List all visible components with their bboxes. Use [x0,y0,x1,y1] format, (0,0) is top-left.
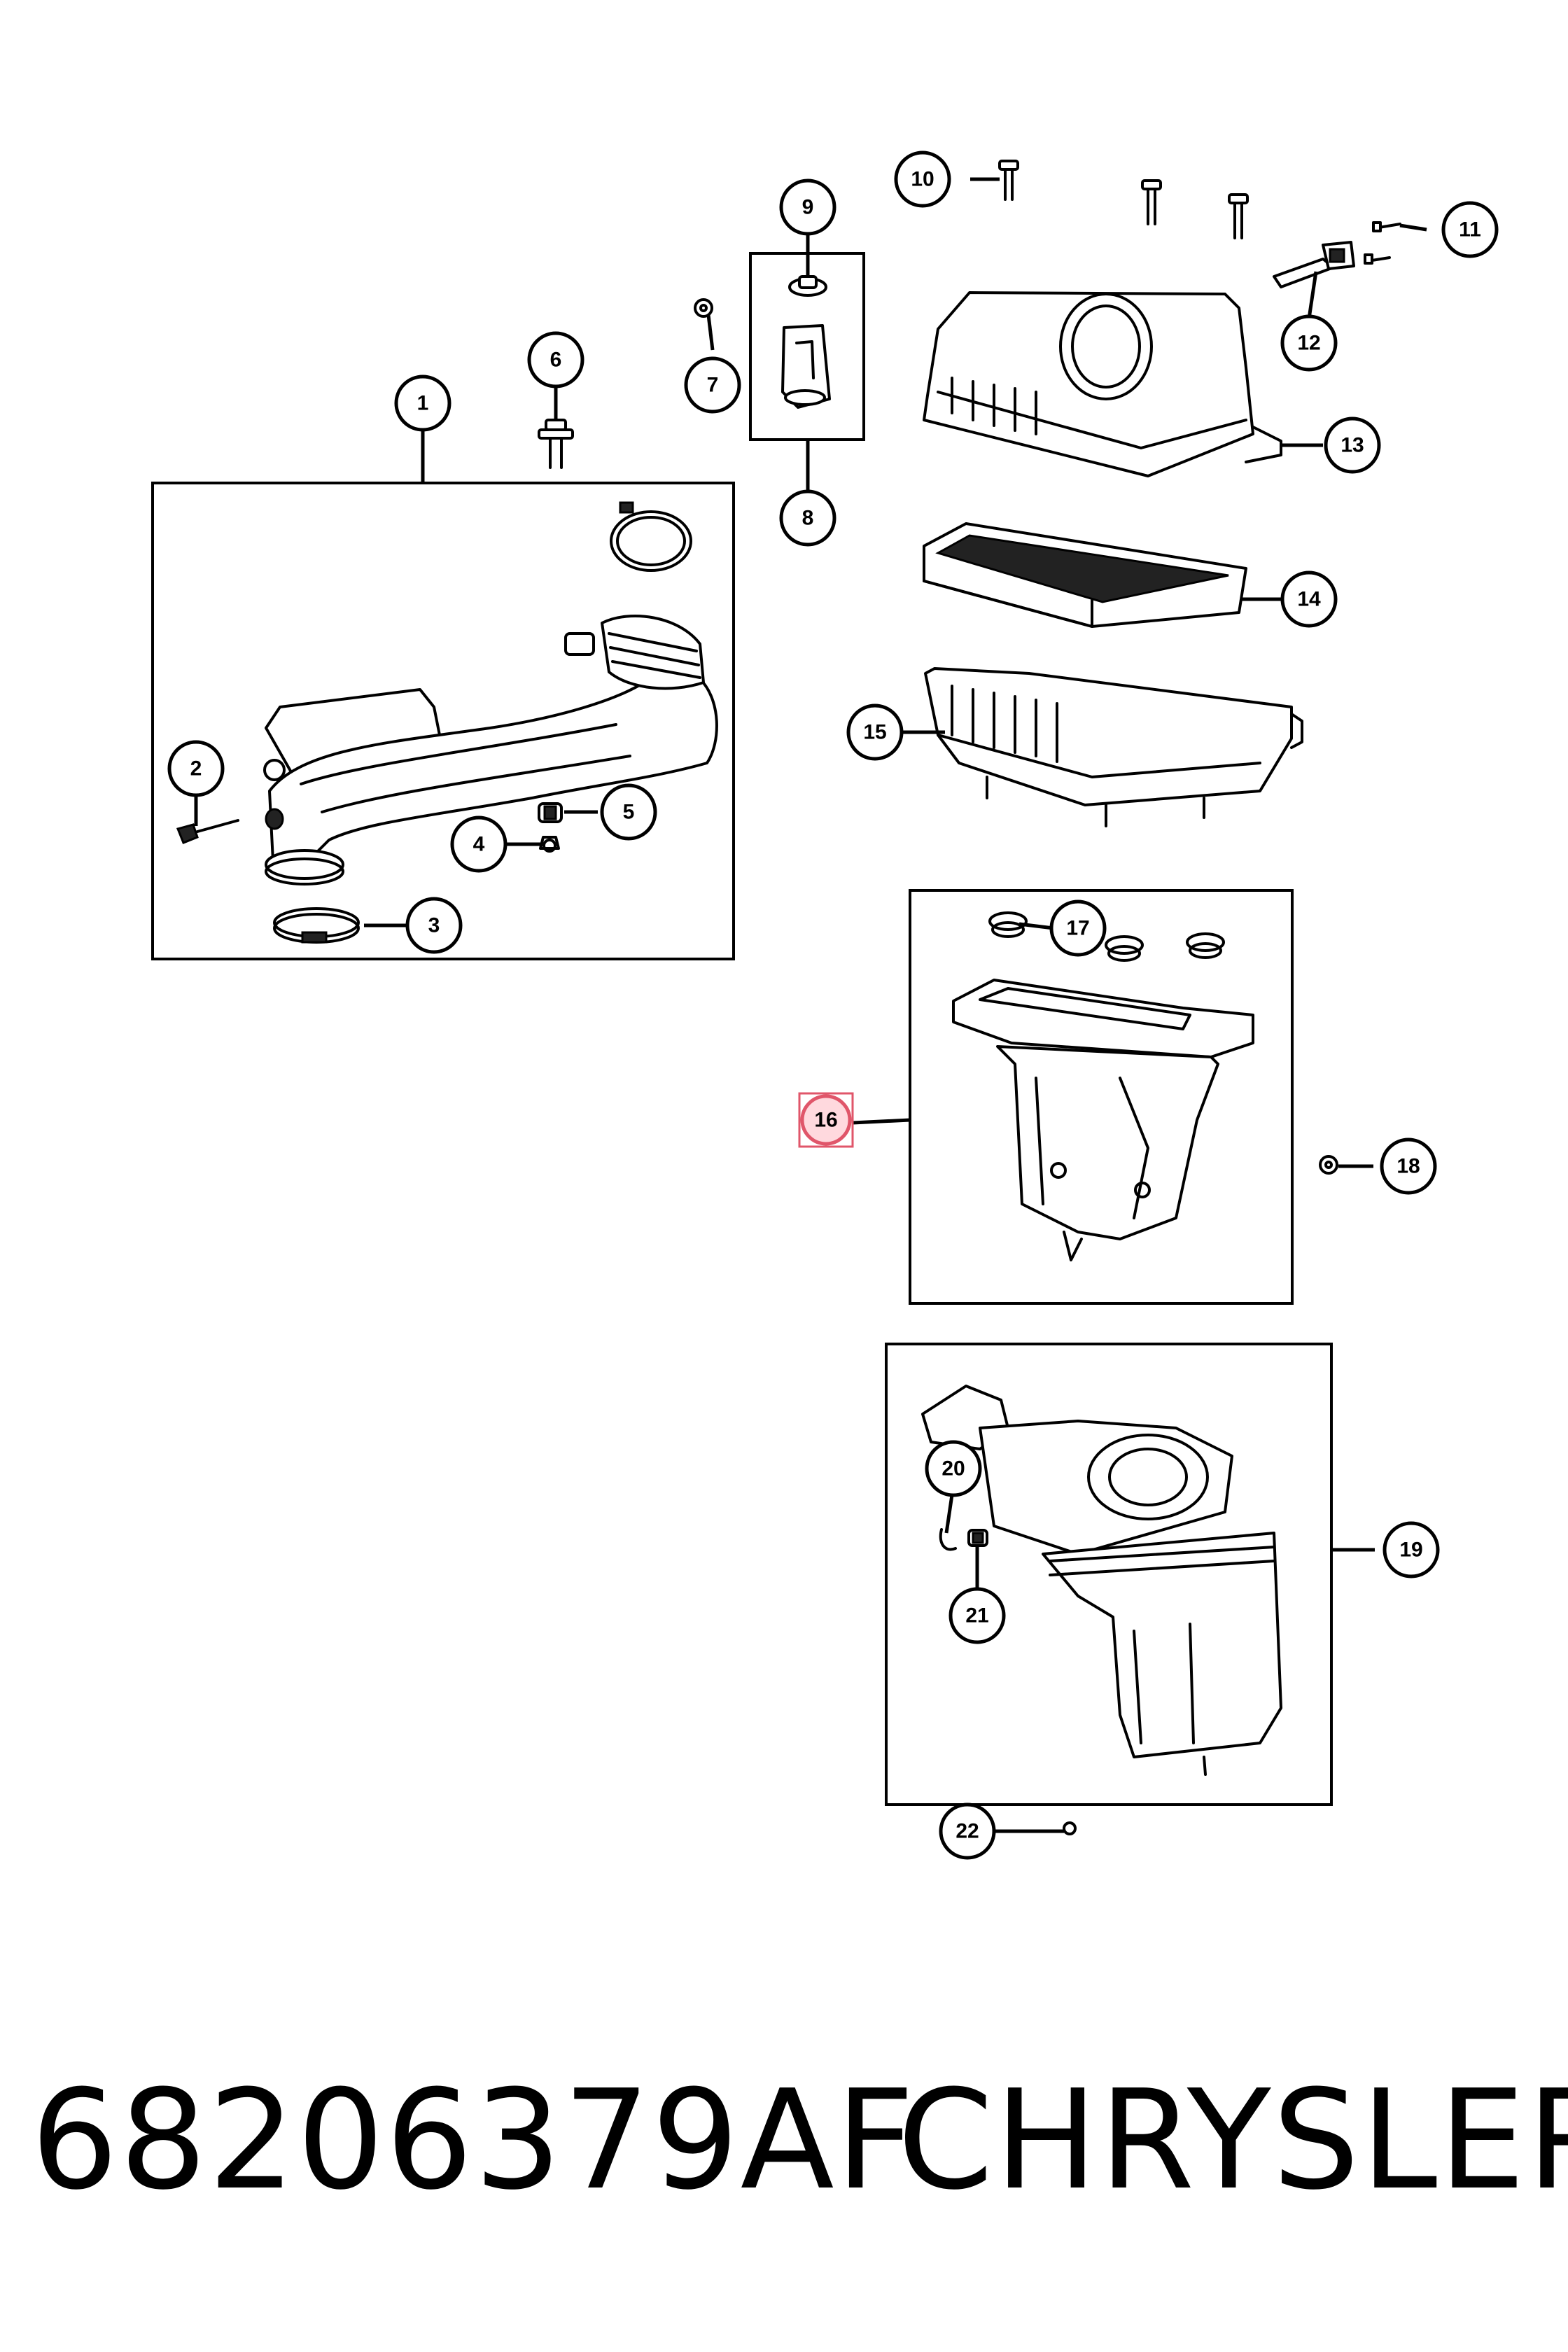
callout-5-label: 5 [623,801,635,824]
callout-20[interactable]: 20 [925,1440,982,1497]
callout-15[interactable]: 15 [846,704,904,761]
callout-18[interactable]: 18 [1380,1138,1437,1195]
callout-5[interactable]: 5 [600,783,657,841]
bolt-part-6 [538,419,574,469]
callout-10-label: 10 [911,168,934,191]
callout-12[interactable]: 12 [1280,314,1338,372]
callout-12-label: 12 [1297,332,1320,355]
callout-9-label: 9 [802,196,814,219]
callout-7[interactable]: 7 [684,356,741,414]
part-number-label: 68206379AF [31,2061,916,2220]
screw-part-11 [1364,221,1401,265]
callout-21[interactable]: 21 [948,1587,1006,1644]
grommet-part [538,802,563,823]
callout-20-label: 20 [941,1457,965,1480]
callout-16-label: 16 [814,1109,837,1132]
callout-13[interactable]: 13 [1324,416,1381,474]
callout-16[interactable]: 16 [798,1092,854,1148]
callout-19[interactable]: 19 [1382,1521,1440,1578]
mass-airflow-sensor-part [1273,241,1355,288]
air-box-assembly-part [921,1385,1282,1776]
callout-9[interactable]: 9 [779,178,836,236]
group-frame-lower-housing [909,889,1294,1305]
callout-4[interactable]: 4 [450,816,507,873]
callout-8[interactable]: 8 [779,489,836,547]
callout-10[interactable]: 10 [894,150,951,208]
callout-15-label: 15 [863,721,886,744]
grommet-part-17 [988,911,1225,962]
callout-11-label: 11 [1459,218,1481,241]
callout-18-label: 18 [1396,1155,1420,1178]
callout-8-label: 8 [802,507,814,530]
callout-3-label: 3 [428,914,440,937]
nut-part-22 [1063,1821,1077,1835]
callout-4-label: 4 [473,833,485,856]
callout-13-label: 13 [1340,434,1364,457]
intake-duct-part [263,501,718,886]
group-frame-air-box-assembly [885,1343,1333,1806]
hose-clamp-part [273,907,360,944]
callout-14-label: 14 [1297,588,1321,611]
filter-tray-part [924,667,1303,827]
air-filter-part [923,522,1247,628]
callout-19-label: 19 [1399,1539,1422,1562]
callout-11[interactable]: 11 [1441,201,1499,258]
lower-housing-part [952,979,1254,1261]
brand-label: CHRYSLER [897,2061,1568,2220]
callout-21-label: 21 [965,1604,988,1628]
parts-diagram: 1 2 3 4 5 6 7 8 9 10 11 12 13 14 15 16 1… [151,150,1499,1860]
callout-22-label: 22 [955,1820,979,1843]
air-box-cover-part [923,291,1282,477]
callout-1[interactable]: 1 [394,374,451,432]
callout-2[interactable]: 2 [167,740,225,797]
washer-part-7 [694,298,713,318]
callout-6-label: 6 [550,349,562,372]
callout-6[interactable]: 6 [527,331,584,388]
callout-7-label: 7 [707,374,719,397]
callout-14[interactable]: 14 [1280,570,1338,628]
callout-17-label: 17 [1066,917,1089,940]
callout-1-label: 1 [417,392,429,415]
group-frame-intake-duct [151,482,735,960]
nut-part-21 [967,1529,988,1547]
callout-22[interactable]: 22 [939,1802,996,1860]
washer-part-18 [1319,1155,1338,1175]
callout-3[interactable]: 3 [405,897,463,954]
bolt-part-10 [998,160,1249,239]
callout-2-label: 2 [190,757,202,780]
intake-temp-sensor-part [176,819,239,844]
bracket-part [781,275,831,409]
callout-17[interactable]: 17 [1049,899,1107,957]
clip-part-20 [939,1528,957,1551]
